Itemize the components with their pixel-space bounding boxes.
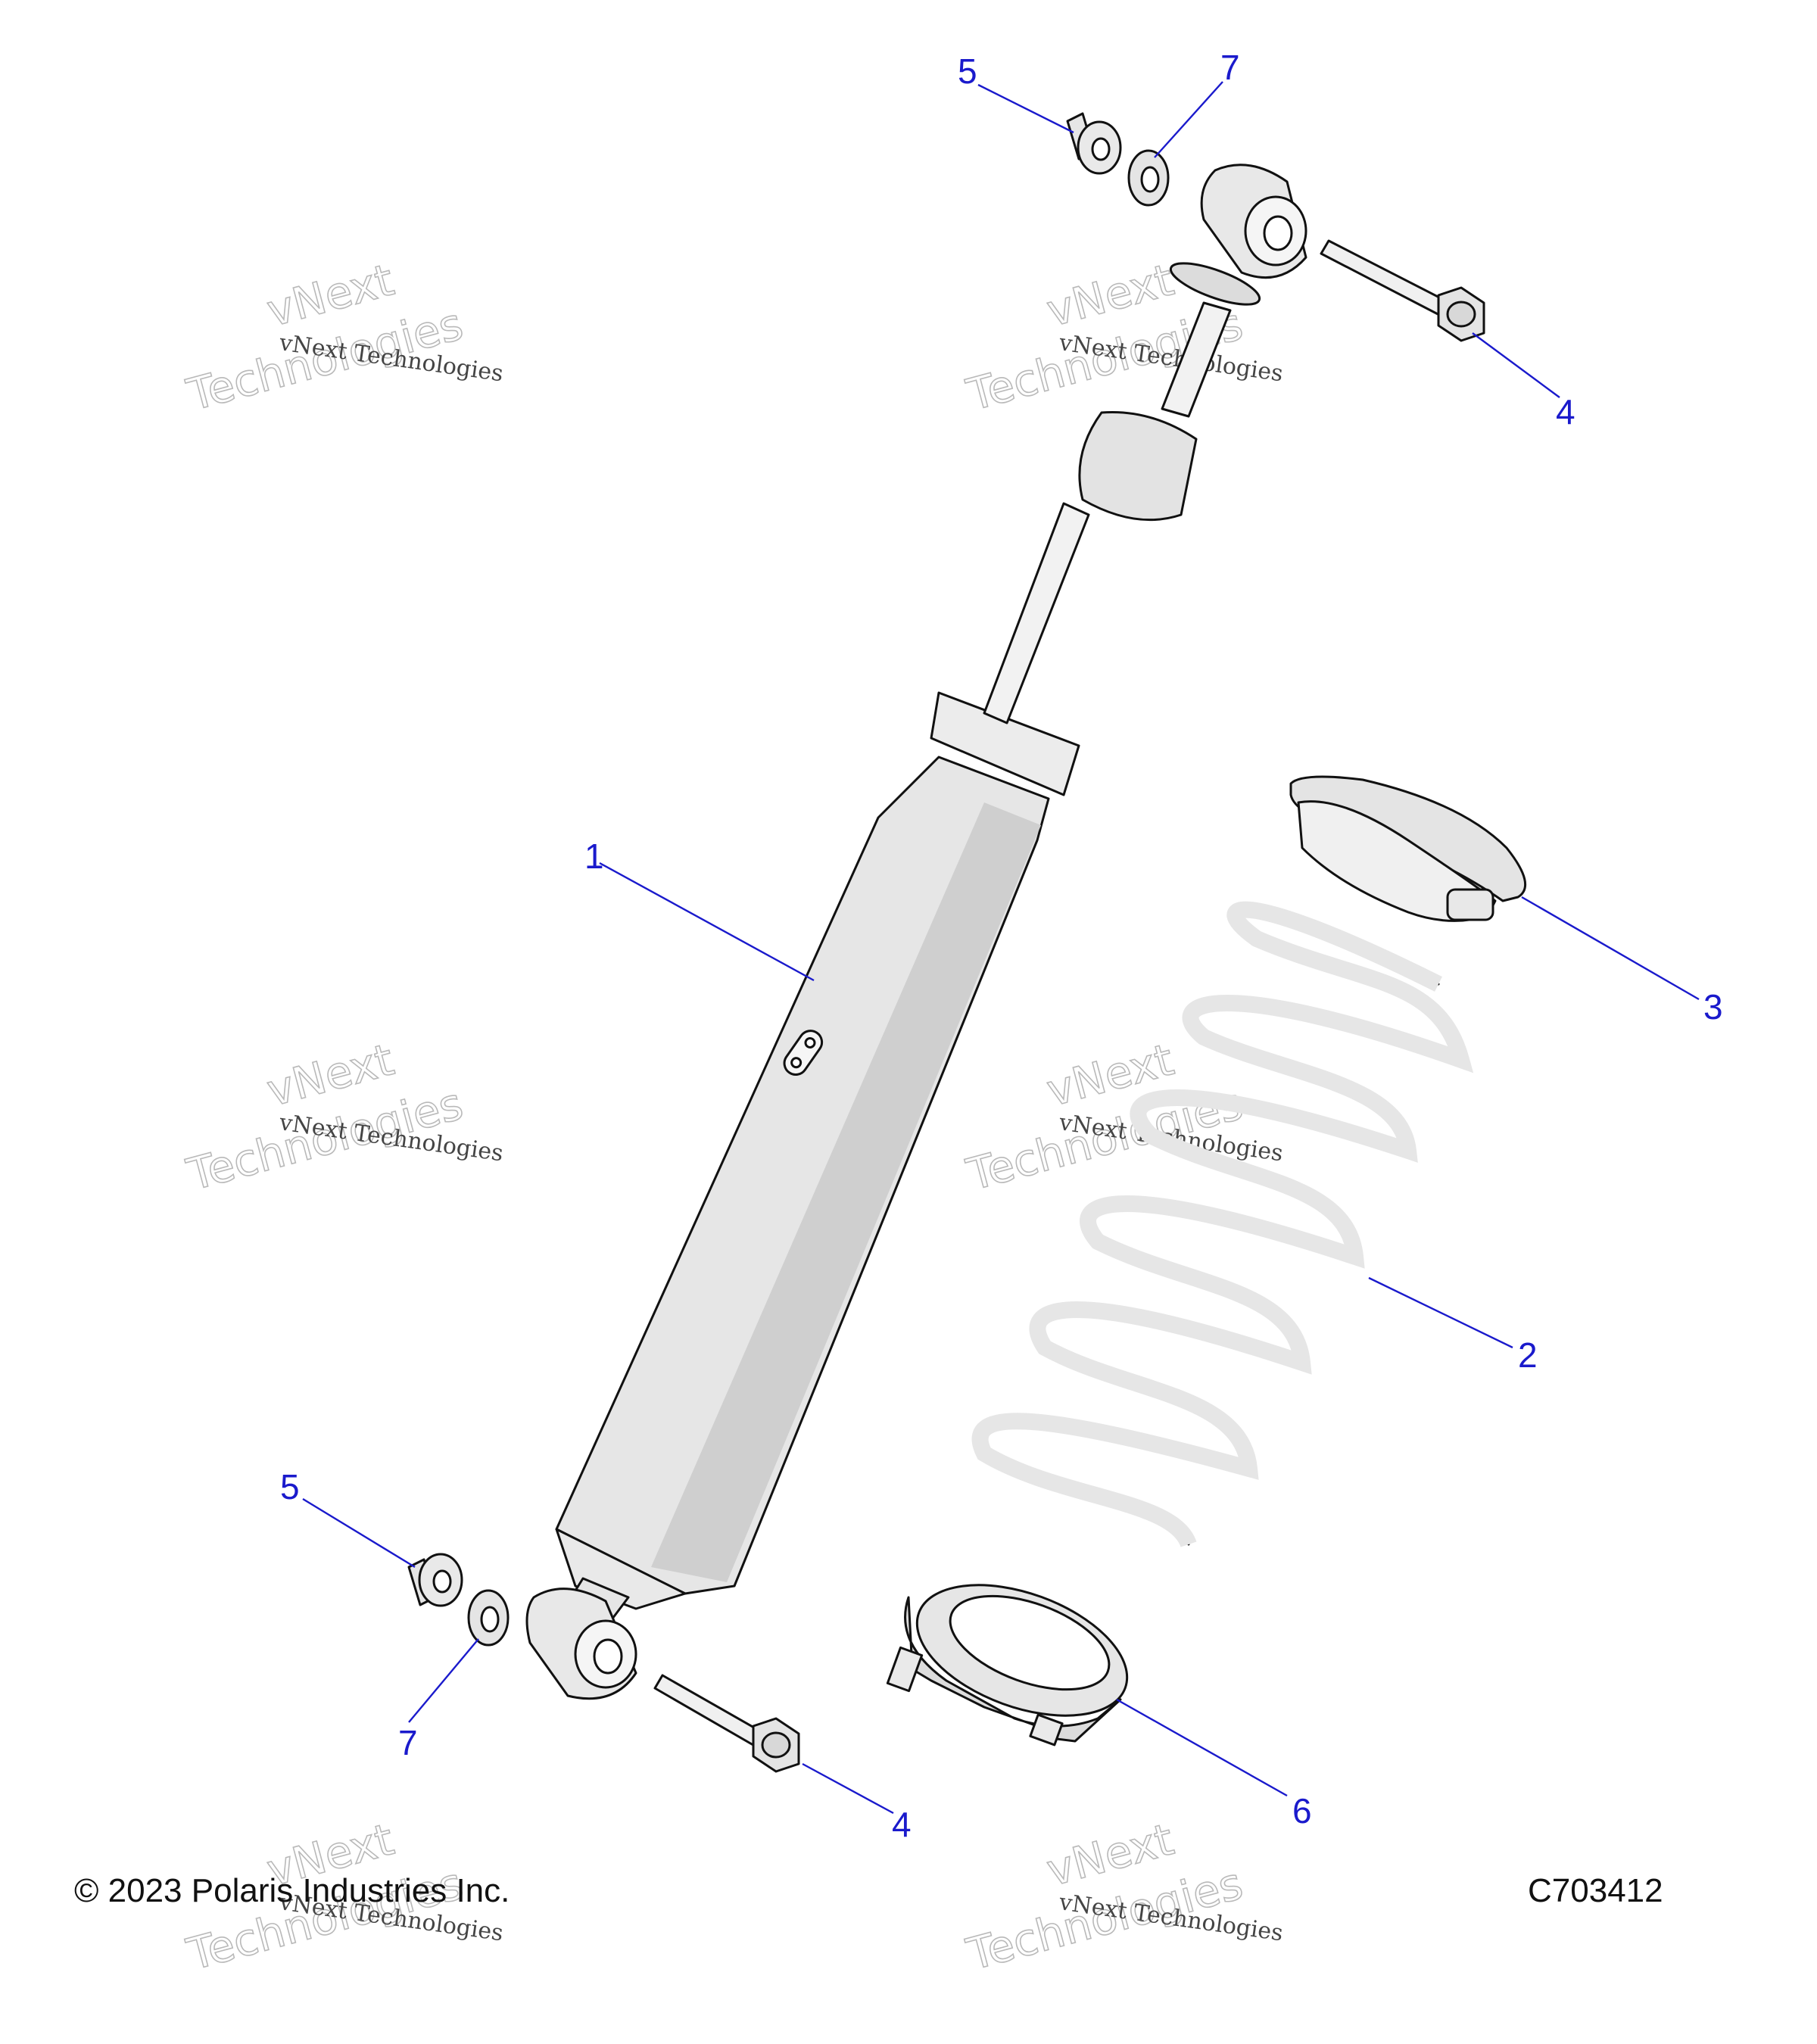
leader-2 xyxy=(1368,1276,1513,1349)
callout-5-top: 5 xyxy=(958,51,977,91)
callout-4-top: 4 xyxy=(1556,392,1575,432)
watermark-top-left: vNext Technologies xyxy=(181,254,469,422)
washer-bottom xyxy=(467,1589,510,1647)
callout-4-bottom: 4 xyxy=(892,1805,912,1844)
seat-body xyxy=(904,1596,1122,1743)
watermark-bottom-center: vNext Technologies xyxy=(961,1813,1248,1981)
leader-4-bottom xyxy=(802,1762,894,1815)
callout-3: 3 xyxy=(1703,987,1723,1027)
leader-7-top xyxy=(1154,81,1223,158)
copyright-text: © 2023 Polaris Industries Inc. xyxy=(74,1872,510,1909)
lower-spring-seat-part xyxy=(886,1584,1129,1746)
bushing-top xyxy=(1066,112,1122,175)
shock-absorber-part xyxy=(525,164,1307,1700)
callout-6: 6 xyxy=(1292,1791,1312,1831)
leader-6 xyxy=(1116,1698,1288,1797)
spring-coil-fill xyxy=(971,901,1474,1548)
leader-1 xyxy=(599,862,815,982)
watermark-mid-center: vNext Technologies xyxy=(961,1033,1248,1201)
shock-rod xyxy=(983,502,1090,724)
callout-numbers: 1 2 3 4 4 5 5 6 7 7 xyxy=(280,48,1723,1844)
body-slot xyxy=(783,1030,824,1076)
diagram-code: C703412 xyxy=(1528,1872,1663,1909)
bolt-bottom xyxy=(653,1674,800,1773)
leader-4-top xyxy=(1472,332,1560,398)
bushing-bottom xyxy=(407,1553,463,1607)
callout-2: 2 xyxy=(1518,1335,1538,1375)
leader-3 xyxy=(1521,896,1700,1001)
leader-5-bottom xyxy=(302,1497,416,1569)
callout-1: 1 xyxy=(584,837,604,876)
retainer-tab xyxy=(1446,888,1494,921)
callout-7-top: 7 xyxy=(1220,48,1240,87)
coil-spring-part xyxy=(971,901,1474,1548)
upper-eyelet-bore xyxy=(1263,215,1293,251)
leader-7-bottom xyxy=(408,1638,479,1723)
leader-5-top xyxy=(977,83,1074,134)
shock-body-shade xyxy=(651,802,1041,1582)
leader-lines xyxy=(302,81,1700,1815)
callout-7-bottom: 7 xyxy=(398,1723,418,1762)
seat-leg-left xyxy=(886,1646,924,1693)
seat-leg-right xyxy=(1029,1713,1064,1746)
bump-stop xyxy=(1078,410,1198,522)
lower-eyelet-bore xyxy=(593,1638,623,1675)
shock-upper-rod xyxy=(1161,301,1232,418)
watermark-mid-left: vNext Technologies xyxy=(181,1033,469,1201)
bolt-top xyxy=(1320,239,1485,342)
callout-5-bottom: 5 xyxy=(280,1467,300,1507)
shock-collar xyxy=(930,691,1080,796)
upper-washer-plate xyxy=(1169,262,1261,306)
seat-ring-inner xyxy=(949,1594,1111,1691)
upper-spring-retainer-part xyxy=(1289,775,1527,922)
washer-top xyxy=(1127,149,1170,207)
